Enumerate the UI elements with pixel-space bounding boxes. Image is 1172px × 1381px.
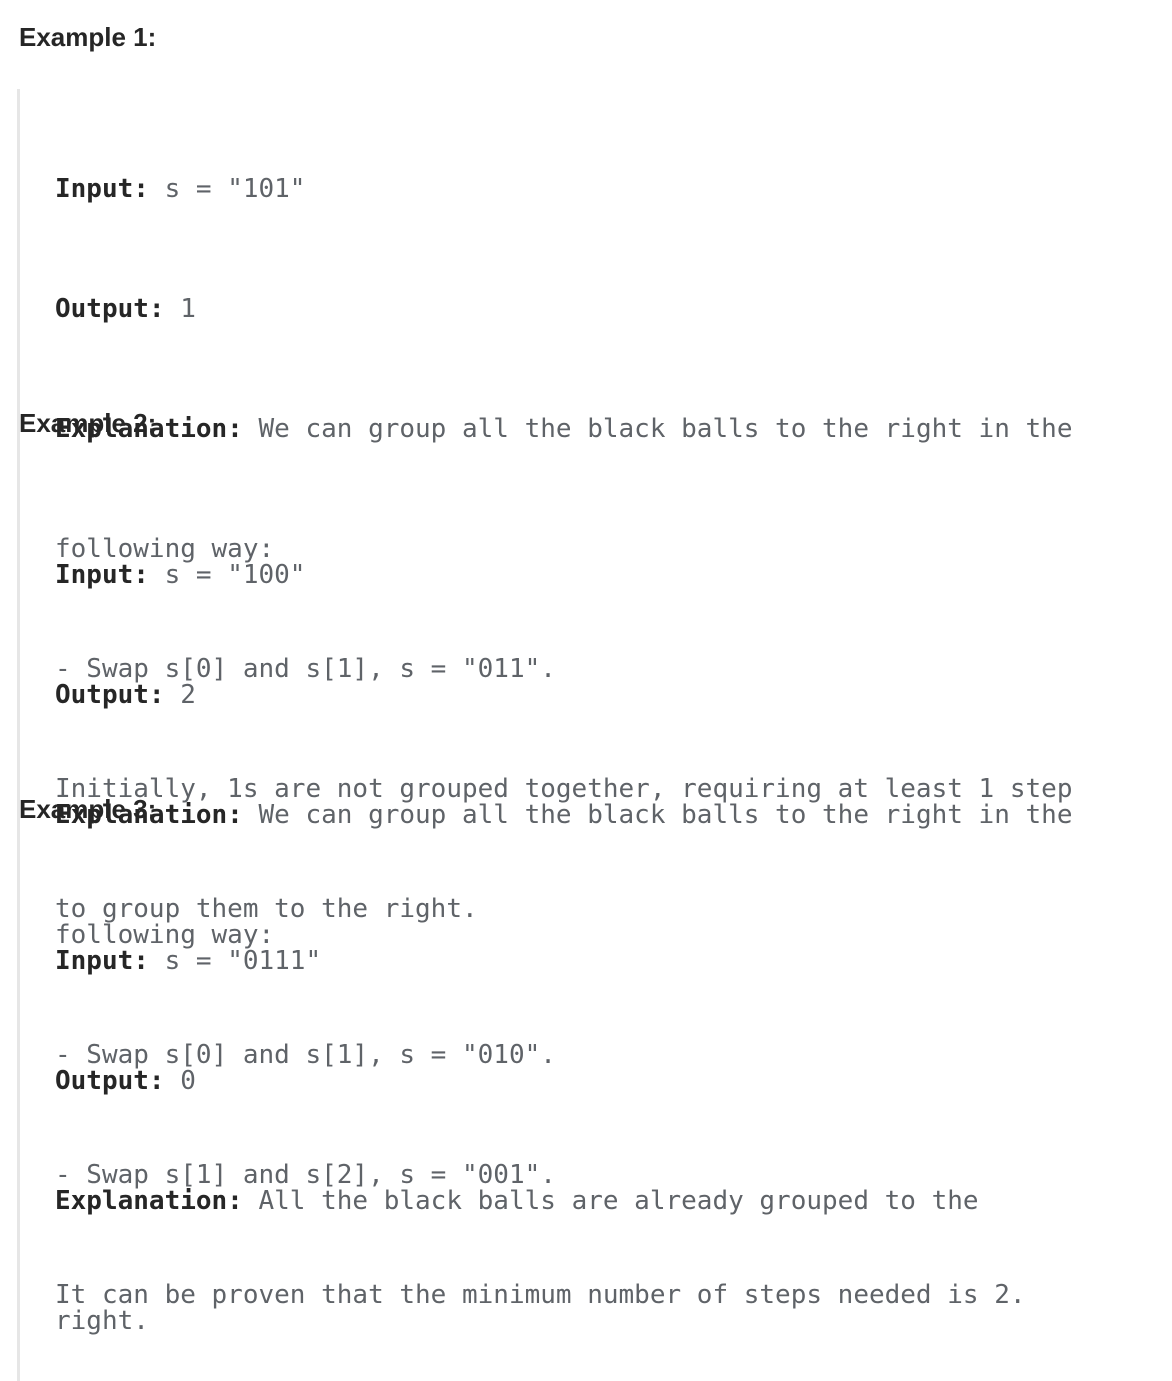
explanation-text: All the black balls are already grouped … [258,1186,979,1216]
output-label: Output: [55,680,165,710]
example-1-heading: Example 1: [19,22,157,52]
input-label: Input: [55,174,149,204]
explanation-line: Explanation: All the black balls are alr… [55,1181,1165,1221]
explanation-line: following way: [55,534,275,564]
example-1-block: Input: s = "101" Output: 1 Explanation: … [17,89,1165,969]
input-line: Input: s = "101" [55,169,1165,209]
output-label: Output: [55,1066,165,1096]
output-line: Output: 1 [55,289,1165,329]
explanation-label: Explanation: [55,1186,243,1216]
explanation-label: Explanation: [55,414,243,444]
input-value: s = "0111" [164,946,322,976]
explanation-line: following way: [55,920,275,950]
explanation-label: Explanation: [55,800,243,830]
input-label: Input: [55,946,149,976]
explanation-line: - Swap s[0] and s[1], s = "011". [55,654,556,684]
explanation-text: We can group all the black balls to the … [258,414,1073,444]
explanation-line: to group them to the right. [55,894,478,924]
explanation-line: Explanation: We can group all the black … [55,409,1165,449]
output-value: 2 [180,680,196,710]
output-value: 0 [180,1066,196,1096]
example-2-heading: Example 2: [19,408,157,438]
explanation-line: right. [55,1306,149,1336]
explanation-line: Explanation: We can group all the black … [55,795,1165,835]
input-value: s = "101" [164,174,306,204]
explanation-text: We can group all the black balls to the … [258,800,1073,830]
output-line: Output: 2 [55,675,1165,715]
explanation-line: Initially, 1s are not grouped together, … [55,774,1073,804]
output-label: Output: [55,294,165,324]
output-line: Output: 0 [55,1061,1165,1101]
example-3-block: Input: s = "0111" Output: 0 Explanation:… [17,861,1165,1381]
input-line: Input: s = "100" [55,555,1165,595]
output-value: 1 [180,294,196,324]
input-value: s = "100" [164,560,306,590]
example-3-heading: Example 3: [19,794,157,824]
input-label: Input: [55,560,149,590]
input-line: Input: s = "0111" [55,941,1165,981]
